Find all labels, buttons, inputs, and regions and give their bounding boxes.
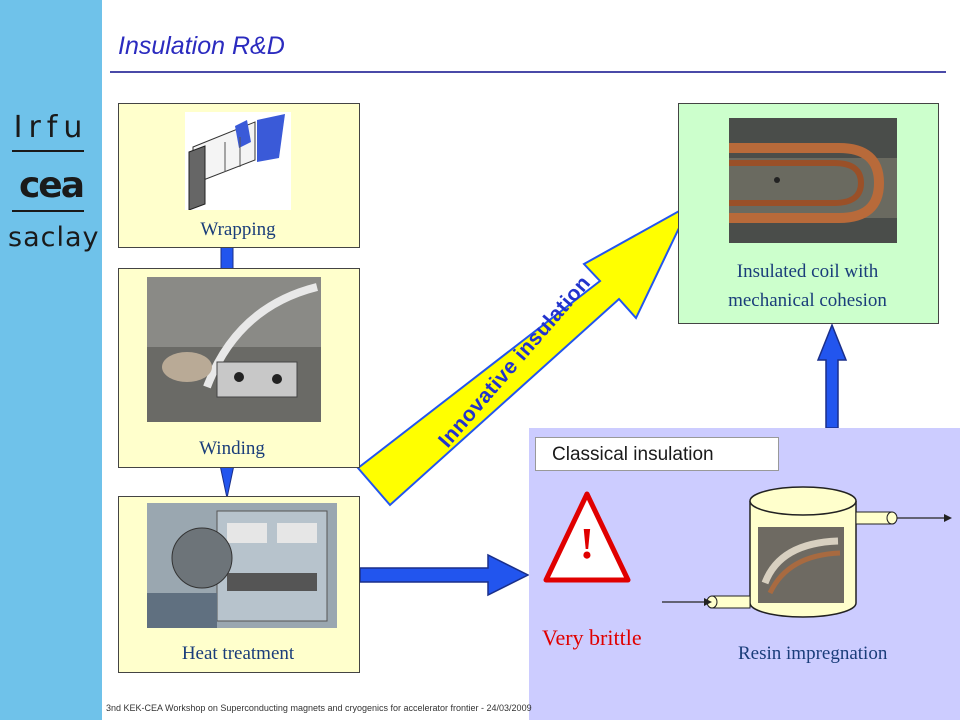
classical-insulation-label: Classical insulation — [535, 437, 779, 471]
arrow-to-coil — [816, 322, 848, 429]
insulated-coil-caption: Insulated coil with mechanical cohesion — [678, 257, 937, 315]
resin-tank-diagram — [662, 486, 952, 618]
heat-treatment-caption: Heat treatment — [181, 643, 295, 664]
very-brittle-text: Very brittle — [542, 625, 642, 650]
wrapping-photo — [185, 112, 291, 210]
caption-line-2: mechanical cohesion — [728, 290, 887, 311]
winding-caption: Winding — [199, 438, 265, 459]
insulated-coil-photo — [729, 118, 897, 243]
connector-winding-heat — [219, 464, 235, 499]
footer: 3nd KEK-CEA Workshop on Superconducting … — [106, 703, 532, 713]
resin-impregnation-caption: Resin impregnation — [738, 643, 888, 664]
caption-line-1: Insulated coil with — [736, 261, 879, 282]
arrow-to-classical — [359, 553, 530, 597]
warning-triangle-icon — [543, 491, 631, 583]
logo-divider — [12, 210, 84, 212]
sidebar — [0, 0, 102, 720]
winding-photo — [147, 277, 321, 422]
logo-saclay: saclay — [8, 222, 100, 253]
title-underline — [110, 71, 946, 73]
page-title: Insulation R&D — [118, 32, 285, 60]
logo-cea: cea — [18, 165, 85, 206]
logo-divider — [12, 150, 84, 152]
wrapping-caption: Wrapping — [200, 219, 276, 240]
innovative-arrow — [356, 202, 693, 507]
warning-symbol: ! — [579, 519, 595, 568]
logo-irfu: Irfu — [13, 110, 89, 145]
heat-treatment-photo — [147, 503, 337, 628]
